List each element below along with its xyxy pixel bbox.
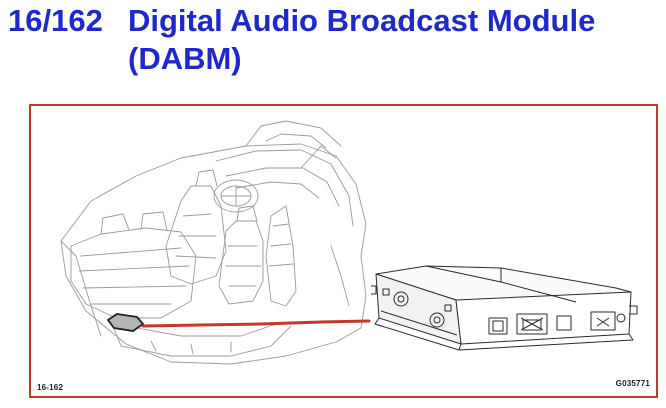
page-title-line-2: (DABM) — [128, 41, 242, 76]
graphic-id-code: G035771 — [615, 379, 650, 388]
vehicle-interior-cutaway — [60, 120, 367, 365]
leader-line — [141, 319, 371, 328]
page-title-line-1: Digital Audio Broadcast Module — [128, 3, 596, 38]
figure-frame: 16-162 G035771 — [29, 104, 658, 398]
figure-ref-code: 16-162 — [37, 383, 64, 392]
dab-module-unit — [371, 265, 638, 351]
location-diagram — [60, 120, 638, 365]
module-location-marker — [106, 313, 145, 332]
figure-number: 16/162 — [8, 3, 103, 38]
